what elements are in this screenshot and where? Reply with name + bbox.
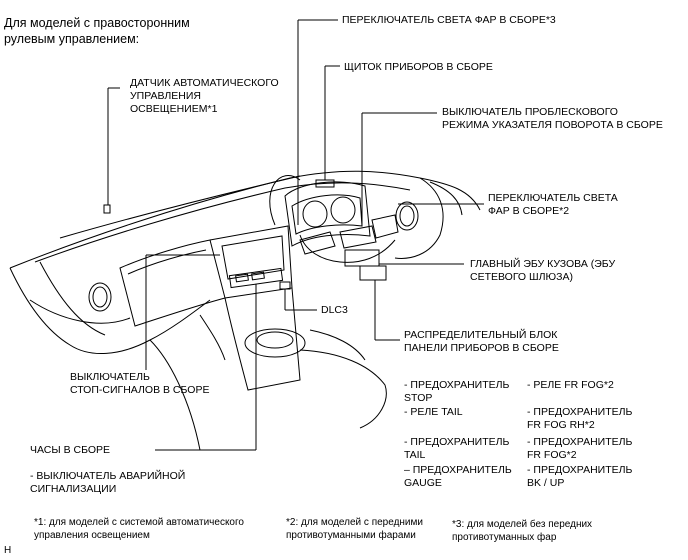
label-dlc3: DLC3: [321, 304, 348, 316]
center-console: [224, 287, 301, 391]
junction-item: - ПРЕДОХРАНИТЕЛЬ FR FOG*2: [527, 436, 633, 461]
light-sensor: [103, 204, 111, 214]
instrument-cluster: [284, 181, 371, 247]
shift-knob-base: [244, 328, 306, 358]
junction-item: - ПРЕДОХРАНИТЕЛЬ FR FOG RH*2: [527, 406, 633, 431]
footnote-1: *1: для моделей с системой автоматическо…: [34, 517, 244, 541]
label-headlight-switch-3: ПЕРЕКЛЮЧАТЕЛЬ СВЕТА ФАР В СБОРЕ*3: [342, 14, 556, 26]
junction-item: - РЕЛЕ FR FOG*2: [527, 379, 614, 391]
combination-switch: [299, 231, 336, 255]
seat-left: [149, 339, 201, 451]
label-instrument-panel: ЩИТОК ПРИБОРОВ В СБОРЕ: [344, 61, 493, 73]
seat-right: [299, 349, 387, 429]
body-ecu-box: [344, 249, 380, 267]
label-headlight-switch-2: ПЕРЕКЛЮЧАТЕЛЬ СВЕТА ФАР В СБОРЕ*2: [488, 192, 618, 217]
right-air-vent: [395, 201, 419, 231]
label-auto-light-sensor: ДАТЧИК АВТОМАТИЧЕСКОГО УПРАВЛЕНИЯ ОСВЕЩЕ…: [130, 77, 279, 115]
label-junction-block: РАСПРЕДЕЛИТЕЛЬНЫЙ БЛОК ПАНЕЛИ ПРИБОРОВ В…: [404, 329, 559, 354]
center-stack: [209, 225, 293, 299]
glovebox-outline: [119, 239, 226, 327]
intro-note: Для моделей с правосторонним рулевым упр…: [4, 16, 190, 46]
clock-unit: [228, 267, 284, 289]
corner-mark: H: [4, 545, 12, 556]
junction-item: - ПРЕДОХРАНИТЕЛЬ BK / UP: [527, 464, 633, 489]
dlc3-connector: [279, 281, 291, 290]
footnote-3: *3: для моделей без передних противотума…: [452, 519, 593, 543]
label-body-ecu: ГЛАВНЫЙ ЭБУ КУЗОВА (ЭБУ СЕТЕВОГО ШЛЮЗА): [470, 258, 616, 283]
junction-item: - РЕЛЕ TAIL: [404, 406, 463, 418]
label-hazard-switch: - ВЫКЛЮЧАТЕЛЬ АВАРИЙНОЙ СИГНАЛИЗАЦИИ: [30, 470, 186, 495]
label-clock: ЧАСЫ В СБОРЕ: [30, 444, 111, 456]
label-stop-lamp-switch: ВЫКЛЮЧАТЕЛЬ СТОП-СИГНАЛОВ В СБОРЕ: [70, 371, 210, 396]
dashboard-left-lower: [39, 261, 106, 336]
label-hazard-turn-switch: ВЫКЛЮЧАТЕЛЬ ПРОБЛЕСКОВОГО РЕЖИМА УКАЗАТЕ…: [442, 106, 663, 131]
junction-block-box: [359, 265, 387, 281]
dashboard-top-inner: [34, 182, 411, 263]
dashboard-left-body: [9, 267, 211, 354]
junction-item: – ПРЕДОХРАНИТЕЛЬ GAUGE: [404, 464, 512, 489]
steering-wheel: [269, 175, 301, 226]
dashboard-top-outline: [9, 170, 481, 269]
junction-item: - ПРЕДОХРАНИТЕЛЬ STOP: [404, 379, 510, 404]
junction-item: - ПРЕДОХРАНИТЕЛЬ TAIL: [404, 436, 510, 461]
left-air-vent: [88, 282, 112, 312]
windshield-base: [59, 175, 301, 239]
footnote-2: *2: для моделей с передними противотуман…: [286, 517, 423, 541]
